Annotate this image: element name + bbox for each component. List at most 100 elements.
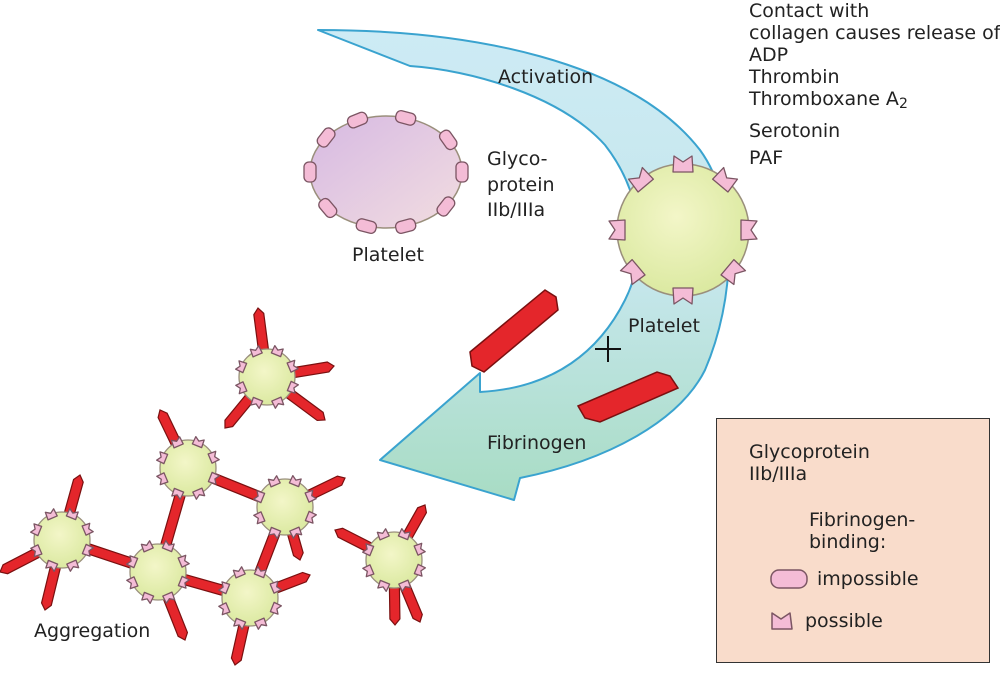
receptor-open [362,564,375,578]
receptor-open [361,543,375,557]
factor-adp: ADP [749,44,789,66]
receptor-open [141,591,155,605]
aggregated-platelet [256,478,314,536]
receptor-open [720,258,747,286]
receptor-open [397,527,411,541]
receptor-open [398,579,412,592]
fibrinogen-rod [291,361,335,379]
receptor-open [268,526,282,540]
receptor-open [171,487,185,501]
aggregated-platelet [129,543,187,601]
receptor-open [254,617,268,630]
aggregated-platelet [33,511,91,569]
receptor-open [217,581,231,595]
receptor-open [162,591,176,604]
receptor-open [232,566,246,579]
receptor-open [218,602,231,616]
activated-platelet-label: Platelet [628,315,700,337]
receptor-open [30,544,43,558]
receptor-open [740,219,758,241]
receptor-open [170,436,184,449]
receptor-closed [438,129,458,151]
receptor-open [304,489,317,503]
fibrinogen-rod [63,474,84,518]
receptor-open [29,523,43,537]
receptor-open [376,528,390,541]
receptor-open [269,601,283,615]
receptor-open [81,543,95,557]
glycoprotein-label-3: IIb/IIIa [487,199,546,221]
fibrinogen-molecule [576,371,680,423]
receptor-open [286,359,299,373]
cross-mark [595,336,621,362]
receptor-open [286,380,300,394]
receptor-open [233,617,247,631]
receptor-open [672,155,694,173]
receptor-closed [355,218,378,235]
resting-platelet-label: Platelet [352,244,424,266]
fibrinogen-label: Fibrinogen [487,432,587,454]
receptor-open [608,219,626,241]
receptor-open [81,522,94,536]
activation-arrow [317,29,730,501]
receptor-open [140,540,154,553]
receptor-open [126,576,139,590]
fibrinogen-rod [253,307,270,353]
receptor-closed [394,109,417,126]
glycoprotein-label-1: Glyco- [487,148,548,170]
aggregated-platelet [221,569,279,627]
fibrinogen-rod [388,585,401,626]
receptor-open [156,472,169,486]
aggregated-platelet [159,439,217,497]
receptor-open [377,579,391,593]
receptor-open [627,166,655,193]
receptor-open [250,396,264,410]
receptor-open [177,554,190,568]
receptor-open [252,490,266,504]
receptor-open-icon [771,612,793,630]
factor-serotonin: Serotonin [749,120,841,142]
activated-receptors [608,155,758,305]
receptor-open [45,559,59,573]
receptor-open [413,563,427,577]
receptor-open [161,539,175,553]
legend-box: Glycoprotein IIb/IIIa Fibrinogen- bindin… [716,418,990,663]
receptor-open [271,396,285,409]
receptor-open [65,507,79,521]
resting-receptors [303,109,469,235]
receptor-open [304,510,318,524]
receptor-open [177,575,191,589]
receptor-open [44,508,58,521]
receptor-open [267,475,281,488]
aggregation-cluster [0,307,428,666]
receptor-open [711,166,739,193]
receptor-open [191,435,205,449]
legend-item-possible: possible [769,609,883,633]
receptor-open [270,344,284,358]
receptor-closed [318,197,338,219]
contact-line: Contact with [749,0,870,22]
receptor-open [66,559,80,572]
receptor-open [289,526,303,539]
receptor-closed-icon [770,569,808,589]
receptor-closed [436,196,456,217]
receptor-closed [303,161,317,183]
factor-thromboxane: Thromboxane A2 [749,88,908,112]
receptor-closed [316,127,336,148]
legend-title: Glycoprotein IIb/IIIa [749,441,870,485]
receptor-open [207,450,220,464]
receptor-open [253,565,267,579]
receptor-open [249,345,263,358]
receptor-open [235,381,248,395]
receptor-open [253,511,266,525]
receptor-open [619,258,646,286]
legend-item-impossible: impossible [769,568,919,590]
glycoprotein-label-2: protein [487,174,555,196]
receptor-closed [346,111,369,129]
aggregated-platelet [365,531,423,589]
release-factors-list: Contact with collagen causes release of … [749,0,1000,169]
factor-paf: PAF [749,147,784,169]
factor-thrombin: Thrombin [749,66,840,88]
